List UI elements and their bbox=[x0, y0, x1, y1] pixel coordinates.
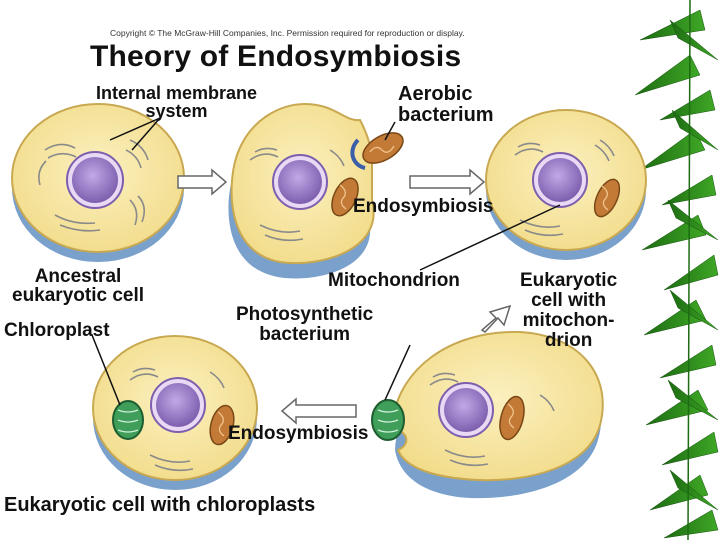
label-photosynthetic-bacterium: Photosynthetic bacterium bbox=[236, 304, 374, 345]
label-ancestral-cell: Ancestral eukaryotic cell bbox=[12, 266, 145, 306]
cell-with-mitochondrion bbox=[485, 109, 647, 260]
copyright-notice: Copyright © The McGraw-Hill Companies, I… bbox=[110, 28, 465, 38]
process-arrows bbox=[177, 168, 512, 425]
label-mitochondrion: Mitochondrion bbox=[328, 270, 460, 291]
cell-with-chloroplasts bbox=[92, 335, 258, 490]
cell-ancestral bbox=[11, 103, 185, 262]
label-endosymbiosis-bottom: Endosymbiosis bbox=[228, 423, 369, 444]
diagram-title: Theory of Endosymbiosis bbox=[90, 40, 462, 73]
label-eukaryotic-with-mitochondrion: Eukaryotic cell with mitochon- drion bbox=[520, 270, 618, 351]
label-eukaryotic-with-chloroplasts: Eukaryotic cell with chloroplasts bbox=[4, 494, 316, 516]
label-aerobic-bacterium: Aerobic bacterium bbox=[398, 83, 494, 126]
leaf-decoration bbox=[634, 0, 720, 541]
pointer-lines bbox=[91, 117, 561, 406]
label-chloroplast: Chloroplast bbox=[4, 320, 110, 341]
cell-engulfing-photosynthetic bbox=[371, 330, 604, 499]
label-internal-membrane: Internal membrane system bbox=[96, 83, 258, 121]
cell-engulfing-bacterium bbox=[228, 102, 404, 279]
label-endosymbiosis-top: Endosymbiosis bbox=[353, 196, 494, 217]
